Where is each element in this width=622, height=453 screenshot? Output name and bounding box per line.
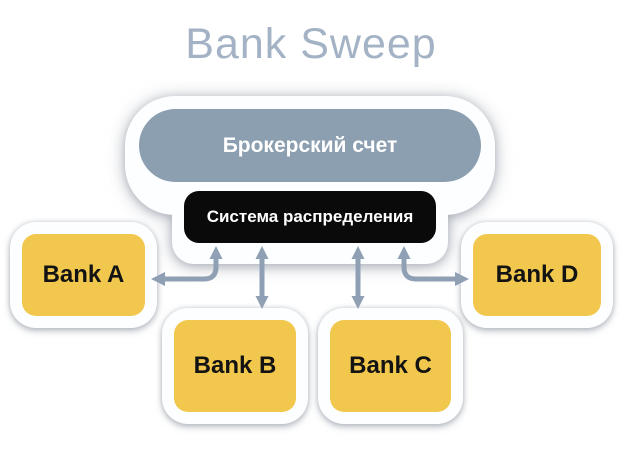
- bank-c-node: Bank C: [318, 308, 463, 424]
- bank-b-node: Bank B: [162, 308, 308, 424]
- bank-b-label: Bank B: [174, 320, 296, 412]
- bank-a-label: Bank A: [22, 234, 145, 316]
- distribution-system-node: Система распределения: [184, 191, 436, 243]
- bank-a-node: Bank A: [10, 222, 157, 328]
- bank-c-label: Bank C: [330, 320, 451, 412]
- bank-d-label: Bank D: [473, 234, 601, 316]
- broker-account-label: Брокерский счет: [222, 133, 398, 157]
- page-title: Bank Sweep: [185, 20, 437, 68]
- broker-account-node: Брокерский счет: [139, 109, 481, 182]
- bank-d-node: Bank D: [461, 222, 613, 328]
- distribution-system-label: Система распределения: [206, 207, 414, 226]
